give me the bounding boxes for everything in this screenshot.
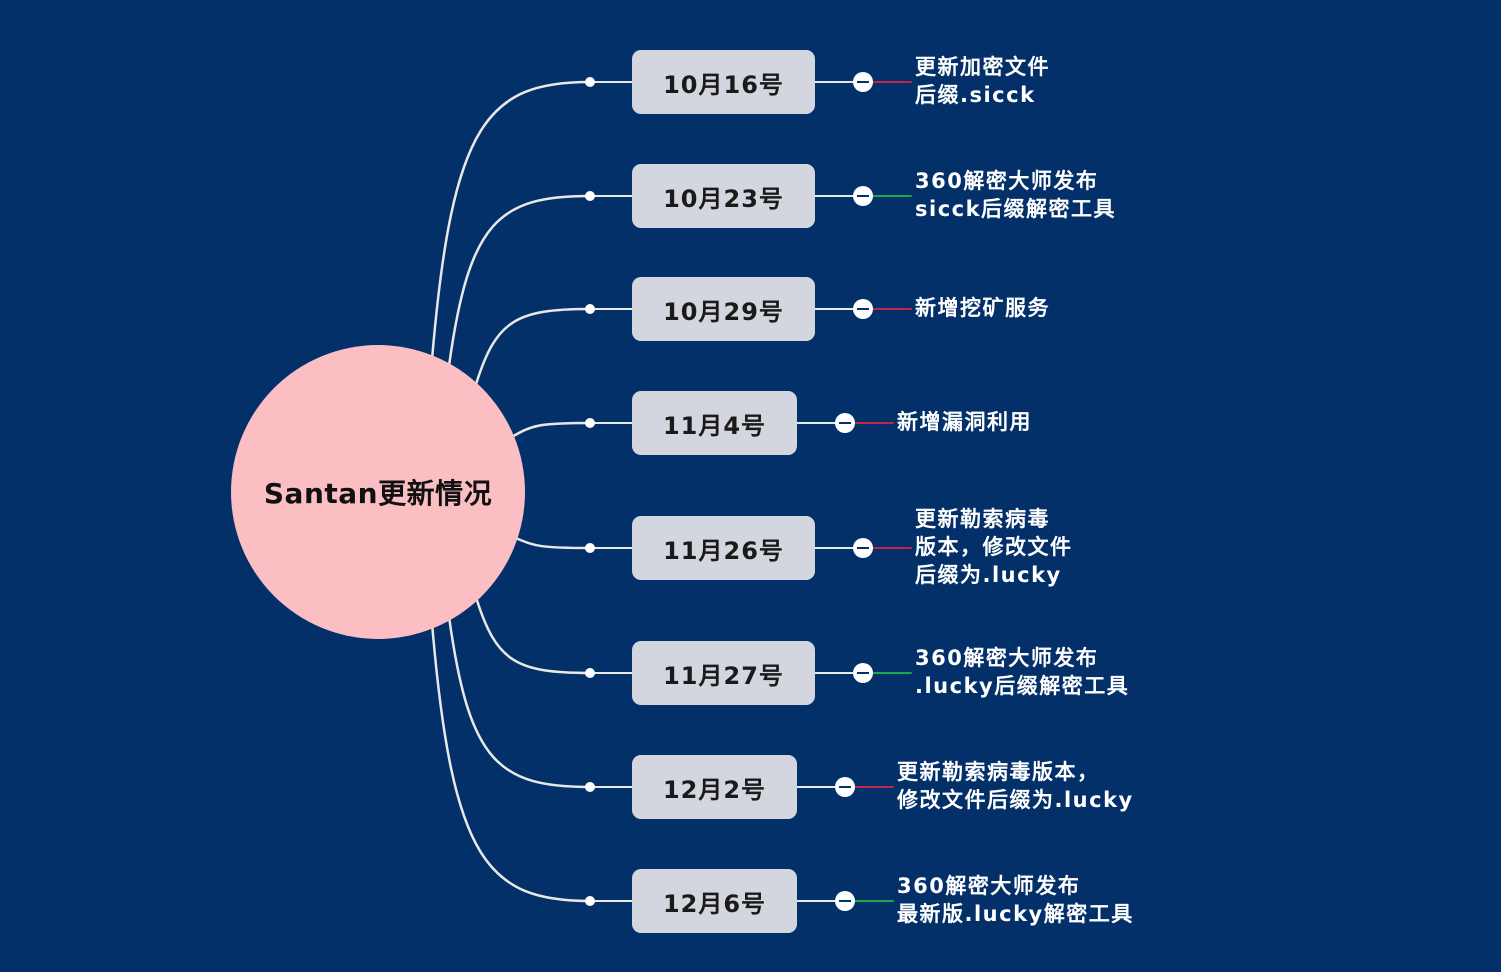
- branch-connector: [431, 80, 592, 358]
- branch-dot: [585, 782, 595, 792]
- detail-line: 更新勒索病毒版本，: [897, 760, 1100, 784]
- collapse-minus-icon[interactable]: [835, 777, 855, 797]
- detail-line: sicck后缀解密工具: [915, 197, 1117, 221]
- branch-dot: [585, 543, 595, 553]
- date-node[interactable]: 11月27号: [632, 641, 815, 705]
- branch-dot: [585, 304, 595, 314]
- detail-node[interactable]: 360解密大师发布 .lucky后缀解密工具: [915, 644, 1129, 700]
- detail-line: 新增挖矿服务: [915, 296, 1050, 320]
- collapse-minus-icon[interactable]: [853, 663, 873, 683]
- center-topic[interactable]: Santan更新情况: [231, 345, 525, 639]
- detail-node[interactable]: 360解密大师发布 sicck后缀解密工具: [915, 167, 1116, 223]
- branch-connector: [514, 536, 592, 550]
- detail-line: 360解密大师发布: [915, 169, 1099, 193]
- branch-dot: [585, 191, 595, 201]
- date-node-label: 11月4号: [662, 411, 767, 440]
- date-node-label: 10月16号: [663, 70, 784, 99]
- detail-line: 后缀.sicck: [915, 83, 1036, 107]
- detail-line: 360解密大师发布: [897, 874, 1081, 898]
- detail-node[interactable]: 新增漏洞利用: [897, 408, 1032, 436]
- detail-node[interactable]: 更新加密文件后缀.sicck: [915, 53, 1050, 109]
- branch-dot: [585, 896, 595, 906]
- date-node-label: 11月27号: [663, 661, 784, 690]
- center-topic-label: Santan更新情况: [263, 477, 493, 510]
- detail-line: 更新加密文件: [915, 55, 1050, 79]
- branch-dot: [585, 77, 595, 87]
- detail-line: 修改文件后缀为.lucky: [897, 788, 1134, 812]
- collapse-minus-icon[interactable]: [853, 299, 873, 319]
- branch-connector: [447, 194, 592, 366]
- date-node-label: 11月26号: [663, 536, 784, 565]
- date-node[interactable]: 10月23号: [632, 164, 815, 228]
- collapse-minus-icon[interactable]: [853, 72, 873, 92]
- detail-node[interactable]: 新增挖矿服务: [915, 294, 1050, 322]
- collapse-minus-icon[interactable]: [853, 538, 873, 558]
- branch-dot: [585, 668, 595, 678]
- date-node[interactable]: 10月16号: [632, 50, 815, 114]
- date-node[interactable]: 11月4号: [632, 391, 797, 455]
- date-node-label: 12月6号: [662, 889, 767, 918]
- branch-connector: [448, 618, 592, 789]
- date-node-label: 10月29号: [663, 297, 784, 326]
- detail-node[interactable]: 更新勒索病毒版本，修改文件后缀为.lucky: [915, 505, 1073, 589]
- date-node-label: 12月2号: [662, 775, 767, 804]
- detail-line: 360解密大师发布: [915, 646, 1099, 670]
- collapse-minus-icon[interactable]: [835, 413, 855, 433]
- date-node-label: 10月23号: [663, 184, 784, 213]
- detail-line: 新增漏洞利用: [897, 410, 1032, 434]
- detail-line: .lucky后缀解密工具: [915, 674, 1130, 698]
- date-node[interactable]: 11月26号: [632, 516, 815, 580]
- detail-node[interactable]: 更新勒索病毒版本， 修改文件后缀为.lucky: [897, 758, 1134, 814]
- date-node[interactable]: 12月6号: [632, 869, 797, 933]
- detail-line: 版本，修改文件: [915, 535, 1073, 559]
- detail-line: 更新勒索病毒: [915, 507, 1050, 531]
- detail-node[interactable]: 360解密大师发布最新版.lucky解密工具: [897, 872, 1134, 928]
- branch-connector: [510, 421, 592, 438]
- collapse-minus-icon[interactable]: [835, 891, 855, 911]
- date-node[interactable]: 10月29号: [632, 277, 815, 341]
- branch-connector: [475, 597, 592, 675]
- detail-line: 后缀为.lucky: [915, 563, 1062, 587]
- branch-connector: [431, 626, 592, 903]
- branch-connector: [474, 307, 592, 386]
- branch-dot: [585, 418, 595, 428]
- date-node[interactable]: 12月2号: [632, 755, 797, 819]
- detail-line: 最新版.lucky解密工具: [897, 902, 1134, 926]
- collapse-minus-icon[interactable]: [853, 186, 873, 206]
